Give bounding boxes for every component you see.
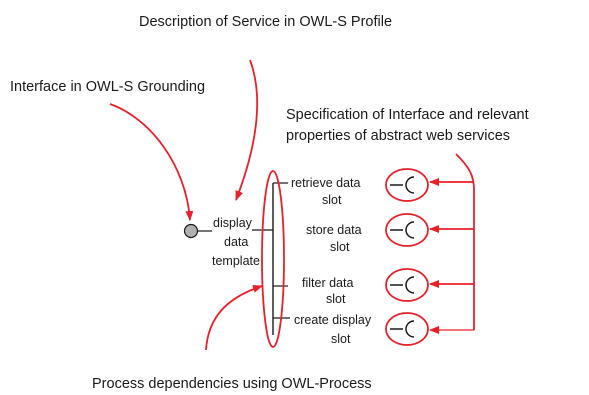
display-node-circle bbox=[183, 223, 199, 239]
slot-store-line1: store data bbox=[306, 223, 362, 237]
slot-filter-line2: slot bbox=[326, 292, 346, 306]
slot-filter-line1: filter data bbox=[302, 276, 353, 290]
socket-icon-store bbox=[385, 213, 429, 247]
spec-connector bbox=[455, 153, 475, 330]
slot-create-line1: create display bbox=[294, 313, 372, 327]
profile-annotation: Description of Service in OWL-S Profile bbox=[139, 14, 392, 30]
display-label-line2: data bbox=[224, 235, 248, 249]
grounding-annotation: Interface in OWL-S Grounding bbox=[10, 79, 205, 95]
socket-icon-filter bbox=[385, 268, 429, 302]
slot-retrieve-line1: retrieve data bbox=[291, 176, 361, 190]
display-label-line1: display bbox=[213, 216, 253, 230]
process-annotation: Process dependencies using OWL-Process bbox=[92, 376, 372, 392]
socket-icon-create bbox=[385, 312, 429, 346]
spec-annotation-line2: properties of abstract web services bbox=[286, 128, 510, 144]
slot-store-line2: slot bbox=[330, 240, 350, 254]
grounding-arrow bbox=[109, 103, 194, 221]
slot-create-line2: slot bbox=[331, 332, 351, 346]
display-label-line3: template bbox=[212, 254, 260, 268]
slot-retrieve-line2: slot bbox=[322, 193, 342, 207]
process-arrow bbox=[205, 285, 263, 351]
socket-icon-retrieve bbox=[385, 168, 429, 202]
profile-arrow bbox=[235, 59, 259, 201]
bracket-ellipse bbox=[261, 170, 285, 348]
spec-annotation-line1: Specification of Interface and relevant bbox=[286, 107, 529, 123]
